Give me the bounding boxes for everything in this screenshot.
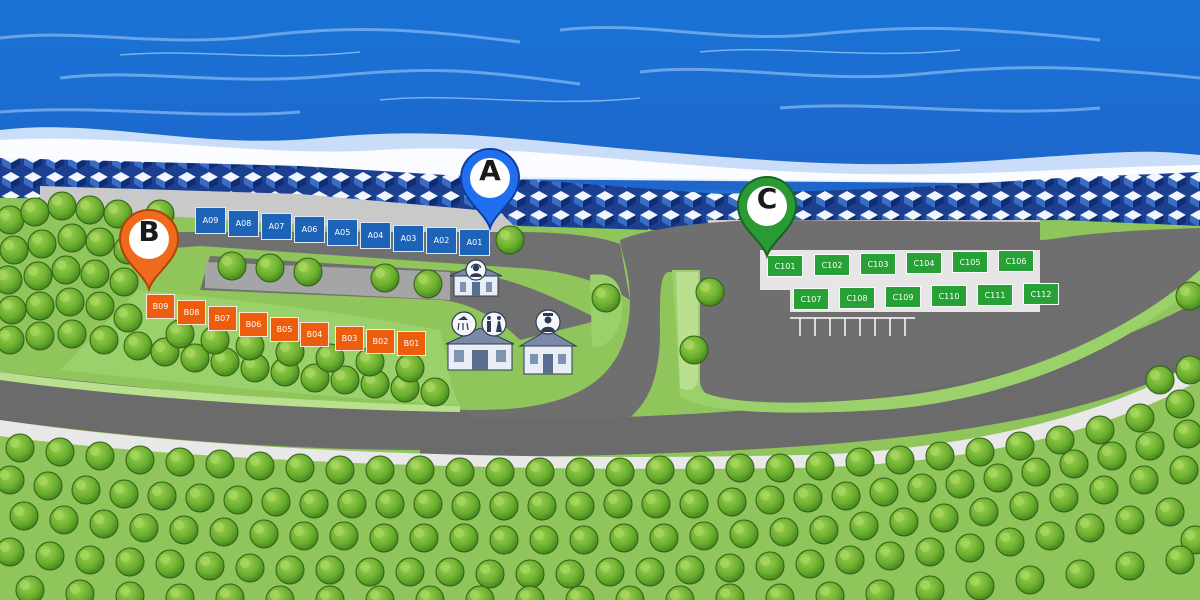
slot-b07[interactable]: B07 [208, 306, 237, 331]
map-pin-icon [118, 209, 180, 293]
slot-a01[interactable]: A01 [459, 229, 490, 256]
zone-c-letter: C [756, 182, 778, 215]
slot-c101[interactable]: C101 [767, 255, 803, 277]
slot-b02[interactable]: B02 [366, 329, 395, 354]
zone-a-pin[interactable]: A [455, 146, 525, 232]
slot-b08[interactable]: B08 [177, 300, 206, 325]
slot-a05[interactable]: A05 [327, 219, 358, 246]
slot-c112[interactable]: C112 [1023, 283, 1059, 305]
slot-c108[interactable]: C108 [839, 287, 875, 309]
slot-a07[interactable]: A07 [261, 213, 292, 240]
zone-a-letter: A [479, 154, 501, 187]
reception-building[interactable] [446, 258, 506, 300]
slot-c105[interactable]: C105 [952, 251, 988, 273]
slot-a09[interactable]: A09 [195, 207, 226, 234]
slot-a06[interactable]: A06 [294, 216, 325, 243]
slot-c104[interactable]: C104 [906, 252, 942, 274]
shower-restroom-icon [451, 311, 507, 337]
slot-a03[interactable]: A03 [393, 225, 424, 252]
slot-b06[interactable]: B06 [239, 312, 268, 337]
slot-a04[interactable]: A04 [360, 222, 391, 249]
slot-b04[interactable]: B04 [300, 322, 329, 347]
staff-person-icon [535, 309, 561, 335]
slot-c109[interactable]: C109 [885, 286, 921, 308]
slot-c111[interactable]: C111 [977, 284, 1013, 306]
zone-b-letter: B [138, 215, 160, 248]
shower-restroom-building[interactable] [442, 308, 518, 376]
map-pin-icon [459, 148, 521, 232]
slot-a08[interactable]: A08 [228, 210, 259, 237]
zone-b-pin[interactable]: B [114, 207, 184, 293]
slot-b05[interactable]: B05 [270, 317, 299, 342]
slot-c106[interactable]: C106 [998, 250, 1034, 272]
management-office[interactable] [516, 308, 580, 380]
slot-b03[interactable]: B03 [335, 326, 364, 351]
map-pin-icon [736, 176, 798, 260]
slot-c102[interactable]: C102 [814, 254, 850, 276]
headset-person-icon [470, 263, 482, 277]
slot-a02[interactable]: A02 [426, 227, 457, 254]
slot-c110[interactable]: C110 [931, 285, 967, 307]
slot-c103[interactable]: C103 [860, 253, 896, 275]
zone-c-pin[interactable]: C [732, 174, 802, 260]
slot-b09[interactable]: B09 [146, 294, 175, 319]
slot-b01[interactable]: B01 [397, 331, 426, 356]
slot-c107[interactable]: C107 [793, 288, 829, 310]
